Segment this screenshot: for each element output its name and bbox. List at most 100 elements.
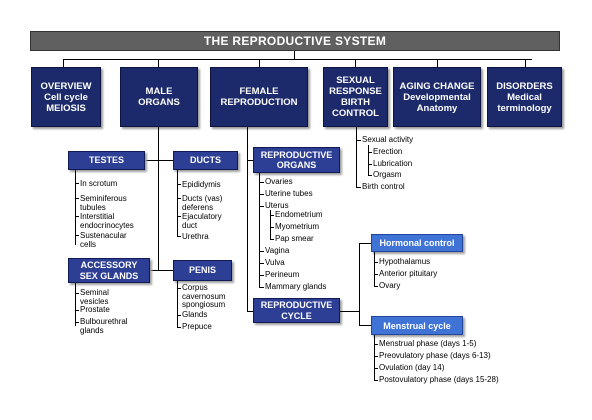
testes-box[interactable]: TESTES [68,151,145,170]
male-organs-line2: ORGANS [138,97,180,108]
list-item: Seminiferous tubules [80,194,127,212]
connector [247,160,253,161]
list-item: Myometrium [275,222,320,231]
list-item: Interstitial endocrinocytes [80,212,134,230]
connector [374,368,378,369]
connector [177,288,181,289]
aging-change-line3: Anatomy [416,102,458,114]
list-item: Orgasm [373,170,402,179]
female-reproduction-box[interactable]: FEMALE REPRODUCTION [210,67,308,127]
reproductive-organs-box[interactable]: REPRODUCTIVE ORGANS [253,147,340,173]
list-item: Perineum [265,270,300,279]
connector [270,210,271,240]
diagram-title: THE REPRODUCTIVE SYSTEM [30,31,560,51]
connector [259,251,264,252]
connector [177,170,178,237]
connector [75,283,76,326]
overview-line3: MEIOSIS [46,102,86,114]
list-item: Vagina [265,246,290,255]
penis-box[interactable]: PENIS [173,260,232,281]
connector [259,287,264,288]
connector [259,59,260,67]
connector [340,311,359,312]
list-item: Ejaculatory duct [182,212,222,230]
connector [374,344,378,345]
connector [374,286,378,287]
list-item: Sustenacular cells [80,231,127,249]
list-item: Pap smear [275,234,314,243]
connector [259,173,260,287]
connector [356,127,357,188]
disorders-line1: DISORDERS [496,80,553,92]
list-item: Ovary [379,281,401,290]
reproductive-cycle-box[interactable]: REPRODUCTIVE CYCLE [253,298,340,323]
accessory-sex-glands-box[interactable]: ACCESSORY SEX GLANDS [68,258,150,283]
sexual-response-line4: CONTROL [332,108,379,119]
connector [158,59,159,67]
ducts-box[interactable]: DUCTS [173,151,238,170]
connector [368,145,369,176]
connector [158,127,159,270]
aging-change-line2: Developmental [403,91,471,103]
connector [75,293,79,294]
male-organs-line1: MALE [145,86,173,97]
list-item: Glands [182,310,208,319]
list-item: Ovaries [265,177,293,186]
reproductive-cycle-line1: REPRODUCTIVE [260,300,333,310]
penis-label: PENIS [188,265,216,276]
hormonal-control-box[interactable]: Hormonal control [371,234,463,252]
male-organs-box[interactable]: MALE ORGANS [120,67,198,127]
connector [177,236,181,237]
connector [368,164,372,165]
list-item: Urethra [182,232,209,241]
list-item: Vulva [265,258,285,267]
aging-change-box[interactable]: AGING CHANGE Developmental Anatomy [393,67,481,127]
connector [247,311,253,312]
aging-change-line1: AGING CHANGE [399,80,475,92]
connector [294,51,295,59]
connector [374,262,378,263]
female-reproduction-line1: FEMALE [239,86,279,97]
list-item: Preovulatory phase (days 6-13) [379,351,491,360]
testes-label: TESTES [88,155,124,166]
menstrual-cycle-label: Menstrual cycle [383,320,451,331]
list-item: Postovulatory phase (days 15-28) [379,375,499,384]
disorders-line3: terminology [497,102,552,114]
list-item: Erection [373,147,403,156]
sexual-response-box[interactable]: SEXUAL RESPONSE BIRTH CONTROL [323,67,388,127]
list-item: Sexual activity [362,135,414,144]
connector [359,243,371,244]
connector [177,281,178,327]
list-item: Menstrual phase (days 1-5) [379,339,477,348]
list-item: Lubrication [373,159,413,168]
connector [177,198,181,199]
list-item: Mammary glands [265,282,327,291]
connector [368,152,372,153]
menstrual-cycle-box[interactable]: Menstrual cycle [371,316,463,335]
connector [75,198,79,199]
connector [355,59,356,67]
sexual-response-line3: BIRTH [340,97,371,108]
diagram-title-text: THE REPRODUCTIVE SYSTEM [203,34,387,48]
connector [259,206,264,207]
connector [177,327,181,328]
reproductive-organs-line1: REPRODUCTIVE [260,149,333,160]
list-item: Birth control [362,182,405,191]
connector [359,243,360,325]
connector [150,270,173,271]
connector [145,160,173,161]
list-item: Ducts (vas) deferens [182,194,223,212]
connector [270,239,274,240]
connector [63,59,64,67]
overview-box[interactable]: OVERVIEW Cell cycle MEIOSIS [31,67,101,127]
disorders-line2: Medical [507,91,542,103]
list-item: Hypothalamus [379,257,431,266]
list-item: Seminal vesicles [80,288,109,306]
disorders-box[interactable]: DISORDERS Medical terminology [487,67,562,127]
connector [177,216,181,217]
connector [356,140,361,141]
connector [368,175,372,176]
connector [259,263,264,264]
connector [437,59,438,67]
connector [177,315,181,316]
